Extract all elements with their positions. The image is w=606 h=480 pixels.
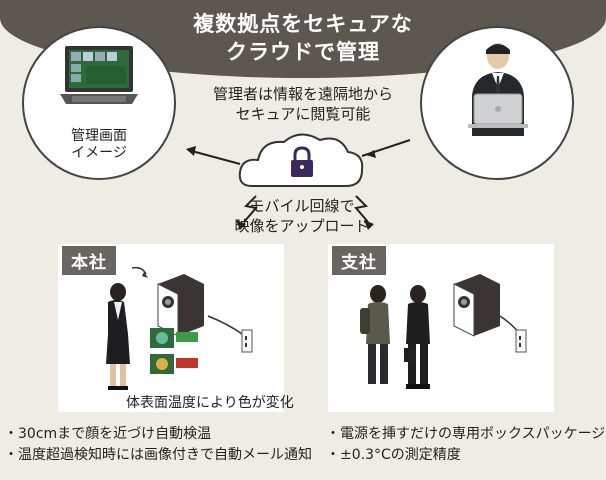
person-suit-icon: [404, 285, 430, 389]
head-office-scene: [106, 266, 253, 390]
head-office-label: 本社: [62, 246, 116, 275]
approach-arrow-icon: [131, 266, 147, 275]
laptop-caption: 管理画面 イメージ: [58, 128, 140, 162]
zigzag-left: [243, 195, 258, 223]
title-line-2: クラウドで管理: [226, 40, 380, 64]
admin-description-line-2: セキュアに閲覧可能: [235, 105, 371, 123]
administrator-icon: [468, 43, 528, 136]
thermal-screen-normal-icon: [150, 328, 198, 348]
color-change-note: 体表面温度により色が変化: [126, 395, 294, 411]
power-outlet-icon: [499, 315, 527, 353]
feature-accuracy: ・±0.3°Cの測定精度: [326, 447, 461, 463]
laptop-icon: [60, 46, 138, 104]
thermal-screen-alert-icon: [150, 354, 198, 374]
upload-description-line-1: モバイル回線で: [249, 197, 355, 215]
laptop-caption-line-1: 管理画面: [71, 128, 127, 144]
camera-box-icon: [453, 274, 500, 337]
power-outlet-icon: [207, 315, 253, 353]
branch-office-features: ・電源を挿すだけの専用ボックスパッケージ ・±0.3°Cの測定精度: [326, 424, 605, 466]
feature-box-package: ・電源を挿すだけの専用ボックスパッケージ: [326, 426, 606, 442]
admin-description-line-1: 管理者は情報を遠隔地から: [212, 85, 393, 103]
person-backpack-icon: [360, 285, 390, 389]
admin-description: 管理者は情報を遠隔地から セキュアに閲覧可能: [198, 84, 408, 124]
feature-email-alert: ・温度超過検知時には画像付きで自動メール通知: [4, 447, 312, 463]
person-bowing-icon: [106, 283, 130, 390]
upload-arrow-icon: [236, 220, 374, 230]
upload-description-line-2: 映像をアップロード: [234, 217, 370, 235]
laptop-caption-line-2: イメージ: [71, 145, 127, 161]
cloud-diagram: [186, 133, 411, 230]
feature-auto-temperature: ・30cmまで顔を近づけ自動検温: [4, 426, 212, 442]
arrow-to-administrator: [361, 139, 411, 158]
arrow-to-laptop: [186, 146, 241, 165]
head-office-features: ・30cmまで顔を近づけ自動検温 ・温度超過検知時には画像付きで自動メール通知: [4, 424, 312, 466]
upload-description: モバイル回線で 映像をアップロード: [222, 196, 382, 236]
title-line-1: 複数拠点をセキュアな: [193, 12, 413, 36]
branch-office-label: 支社: [332, 246, 386, 275]
lock-icon: [291, 146, 313, 177]
zigzag-right: [354, 195, 369, 223]
camera-box-icon: [157, 274, 204, 337]
branch-office-scene: [360, 274, 527, 389]
